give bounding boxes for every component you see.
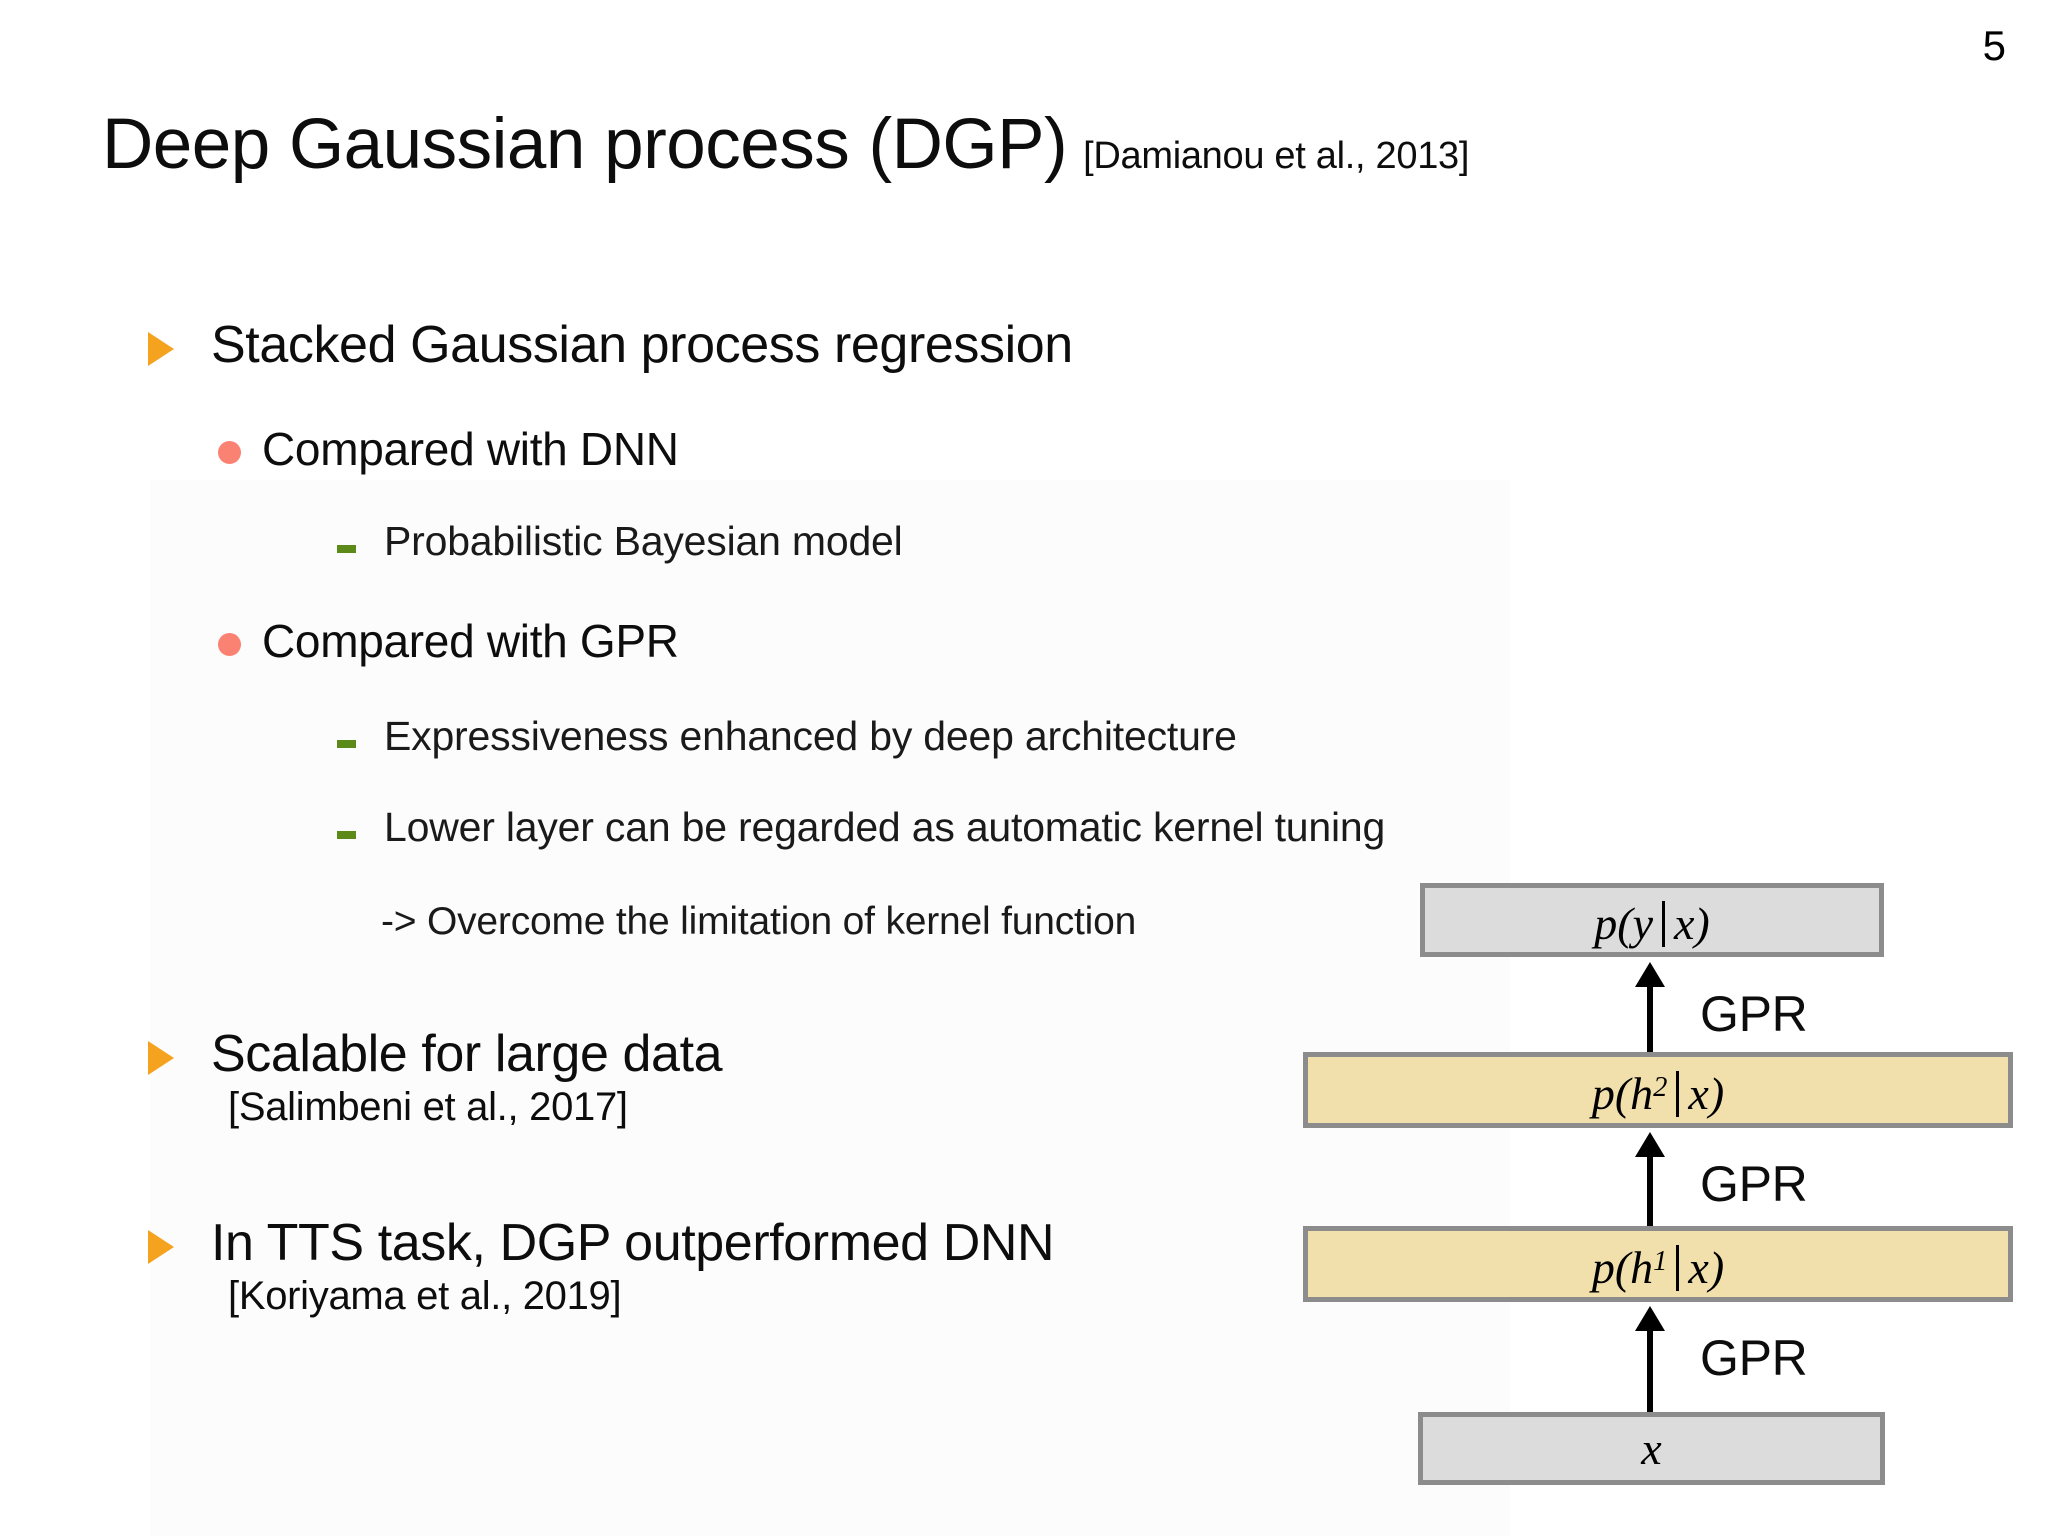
slide-title-row: Deep Gaussian process (DGP) [Damianou et… — [102, 104, 1469, 185]
dot-bullet-icon — [218, 441, 241, 464]
arrow-h2-to-output — [1647, 985, 1653, 1057]
bullet-citation-salimbeni: [Salimbeni et al., 2017] — [228, 1085, 628, 1129]
formula-var: y — [1632, 898, 1653, 949]
triangle-bullet-icon — [148, 1041, 174, 1075]
content-background-panel — [150, 480, 1510, 1536]
diagram-box-input: x — [1418, 1412, 1885, 1485]
arrow-h1-to-h2 — [1647, 1155, 1653, 1227]
bullet-level3-probabilistic-bayesian: Probabilistic Bayesian model — [337, 518, 903, 565]
triangle-bullet-icon — [148, 1230, 174, 1264]
formula-p: p — [1594, 898, 1618, 949]
bullet-level1-label: Stacked Gaussian process regression — [211, 316, 1073, 374]
bullet-level2-label: Compared with DNN — [262, 423, 679, 475]
bullet-level3-label: Lower layer can be regarded as automatic… — [384, 804, 1386, 850]
formula-open: ( — [1617, 898, 1633, 949]
bullet-citation-koriyama: [Koriyama et al., 2019] — [228, 1274, 622, 1318]
bullet-level3-label: Expressiveness enhanced by deep architec… — [384, 713, 1237, 759]
conditional-bar-icon — [1662, 901, 1665, 947]
bullet-level3-lower-layer: Lower layer can be regarded as automatic… — [337, 804, 1385, 851]
bullet-level2-compared-dnn: Compared with DNN — [218, 422, 679, 476]
conditional-bar-icon — [1676, 1071, 1680, 1117]
arrowhead-input-to-h1 — [1635, 1306, 1665, 1331]
conditional-bar-icon — [1676, 1245, 1680, 1291]
triangle-bullet-icon — [148, 332, 174, 366]
bullet-level1-label: Scalable for large data — [211, 1025, 723, 1083]
formula-var: x — [1641, 1422, 1662, 1474]
edge-label-bottom: GPR — [1700, 1330, 1808, 1386]
note-overcome-limitation: -> Overcome the limitation of kernel fun… — [381, 900, 1137, 943]
formula-cond: x — [1674, 898, 1695, 949]
page-number: 5 — [1982, 22, 2006, 69]
bullet-level2-compared-gpr: Compared with GPR — [218, 614, 679, 668]
formula-open: ( — [1614, 1242, 1631, 1293]
arrowhead-h1-to-h2 — [1635, 1132, 1665, 1157]
formula-p: p — [1591, 1242, 1615, 1293]
bullet-level3-label: Probabilistic Bayesian model — [384, 518, 903, 564]
edge-label-mid: GPR — [1700, 1156, 1808, 1212]
formula-var: h — [1630, 1242, 1654, 1293]
bullet-level1-stacked-gpr: Stacked Gaussian process regression — [148, 315, 1073, 375]
dash-bullet-icon — [337, 831, 356, 839]
bullet-level1-tts-task: In TTS task, DGP outperformed DNN — [148, 1213, 1055, 1273]
bullet-level3-expressiveness: Expressiveness enhanced by deep architec… — [337, 713, 1237, 760]
formula-cond: x — [1688, 1068, 1709, 1119]
bullet-level2-label: Compared with GPR — [262, 615, 679, 667]
bullet-level1-label: In TTS task, DGP outperformed DNN — [211, 1214, 1055, 1272]
formula-close: ) — [1694, 898, 1710, 949]
formula-cond: x — [1688, 1242, 1709, 1293]
diagram-box-input-formula: x — [1641, 1422, 1662, 1474]
dot-bullet-icon — [218, 633, 241, 656]
dash-bullet-icon — [337, 740, 356, 748]
bullet-level1-scalable: Scalable for large data — [148, 1024, 723, 1084]
formula-p: p — [1591, 1068, 1615, 1119]
formula-close: ) — [1708, 1242, 1725, 1293]
arrowhead-h2-to-output — [1635, 962, 1665, 987]
formula-close: ) — [1708, 1068, 1725, 1119]
edge-label-top: GPR — [1700, 986, 1808, 1042]
arrow-input-to-h1 — [1647, 1329, 1653, 1413]
page-title: Deep Gaussian process (DGP) — [102, 105, 1068, 184]
formula-var: h — [1630, 1068, 1654, 1119]
title-citation: [Damianou et al., 2013] — [1083, 135, 1470, 177]
dash-bullet-icon — [337, 545, 356, 553]
formula-open: ( — [1614, 1068, 1631, 1119]
